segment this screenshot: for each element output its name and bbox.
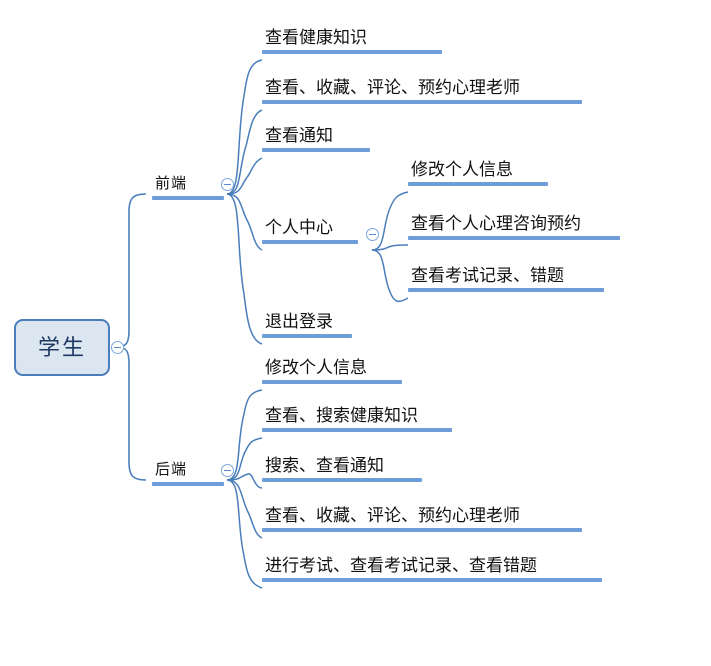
node-underline	[262, 240, 358, 244]
edge-backend-child-3	[226, 473, 263, 489]
node-take-exam-view-records-wrong-questions[interactable]: 进行考试、查看考试记录、查看错题	[262, 556, 602, 582]
node-underline	[408, 236, 620, 240]
personal-center-collapse-toggle-icon[interactable]	[366, 228, 379, 241]
node-label: 查看考试记录、错题	[411, 266, 564, 285]
node-label: 修改个人信息	[265, 358, 367, 377]
node-view-exam-records-wrong-questions[interactable]: 查看考试记录、错题	[408, 266, 604, 292]
edge-center-child-2	[371, 244, 409, 251]
node-label: 查看健康知识	[265, 28, 367, 47]
node-view-notifications[interactable]: 查看通知	[262, 126, 370, 152]
edge-center-child-3	[371, 249, 409, 303]
node-view-collect-comment-book-counselor[interactable]: 查看、收藏、评论、预约心理老师	[262, 78, 582, 104]
edge-backend-child-4	[226, 479, 263, 539]
edge-backend-child-5	[226, 479, 263, 589]
node-underline	[262, 148, 370, 152]
edge-frontend-child-1	[226, 59, 263, 195]
edge-root-frontend	[116, 193, 147, 348]
node-edit-profile-backend[interactable]: 修改个人信息	[262, 358, 402, 384]
node-label: 查看、搜索健康知识	[265, 406, 418, 425]
node-label: 查看个人心理咨询预约	[411, 214, 581, 233]
node-underline	[408, 288, 604, 292]
node-underline	[262, 528, 582, 532]
branch-frontend[interactable]: 前端	[152, 174, 224, 200]
node-label: 查看、收藏、评论、预约心理老师	[265, 78, 520, 97]
node-view-collect-comment-book-counselor-backend[interactable]: 查看、收藏、评论、预约心理老师	[262, 506, 582, 532]
node-underline	[262, 100, 582, 104]
node-underline	[408, 182, 548, 186]
branch-frontend-underline	[152, 196, 224, 200]
node-label: 修改个人信息	[411, 160, 513, 179]
node-label: 查看通知	[265, 126, 333, 145]
root-collapse-toggle-icon[interactable]	[111, 341, 124, 354]
branch-backend-label: 后端	[155, 461, 188, 478]
node-label: 查看、收藏、评论、预约心理老师	[265, 506, 520, 525]
branch-backend[interactable]: 后端	[152, 460, 224, 486]
edge-root-backend	[116, 346, 147, 481]
node-personal-center[interactable]: 个人中心	[262, 218, 358, 244]
branch-frontend-label: 前端	[155, 175, 188, 192]
frontend-collapse-toggle-icon[interactable]	[221, 178, 234, 191]
node-underline	[262, 334, 352, 338]
node-view-health-knowledge[interactable]: 查看健康知识	[262, 28, 442, 54]
root-node[interactable]: 学生	[14, 319, 110, 376]
backend-collapse-toggle-icon[interactable]	[221, 464, 234, 477]
edge-frontend-child-5	[226, 193, 263, 345]
node-underline	[262, 50, 442, 54]
node-label: 进行考试、查看考试记录、查看错题	[265, 556, 537, 575]
branch-backend-underline	[152, 482, 224, 486]
node-logout[interactable]: 退出登录	[262, 312, 352, 338]
edge-center-child-1	[371, 191, 409, 251]
node-underline	[262, 578, 602, 582]
node-label: 搜索、查看通知	[265, 456, 384, 475]
node-edit-profile-frontend[interactable]: 修改个人信息	[408, 160, 548, 186]
node-underline	[262, 380, 402, 384]
node-underline	[262, 478, 422, 482]
node-view-personal-counseling-booking[interactable]: 查看个人心理咨询预约	[408, 214, 620, 240]
node-label: 个人中心	[265, 218, 333, 237]
edge-frontend-child-4	[226, 193, 263, 251]
node-label: 退出登录	[265, 312, 333, 331]
node-search-view-notifications[interactable]: 搜索、查看通知	[262, 456, 422, 482]
node-underline	[262, 428, 452, 432]
root-node-label: 学生	[37, 334, 86, 360]
node-view-search-health-knowledge[interactable]: 查看、搜索健康知识	[262, 406, 452, 432]
